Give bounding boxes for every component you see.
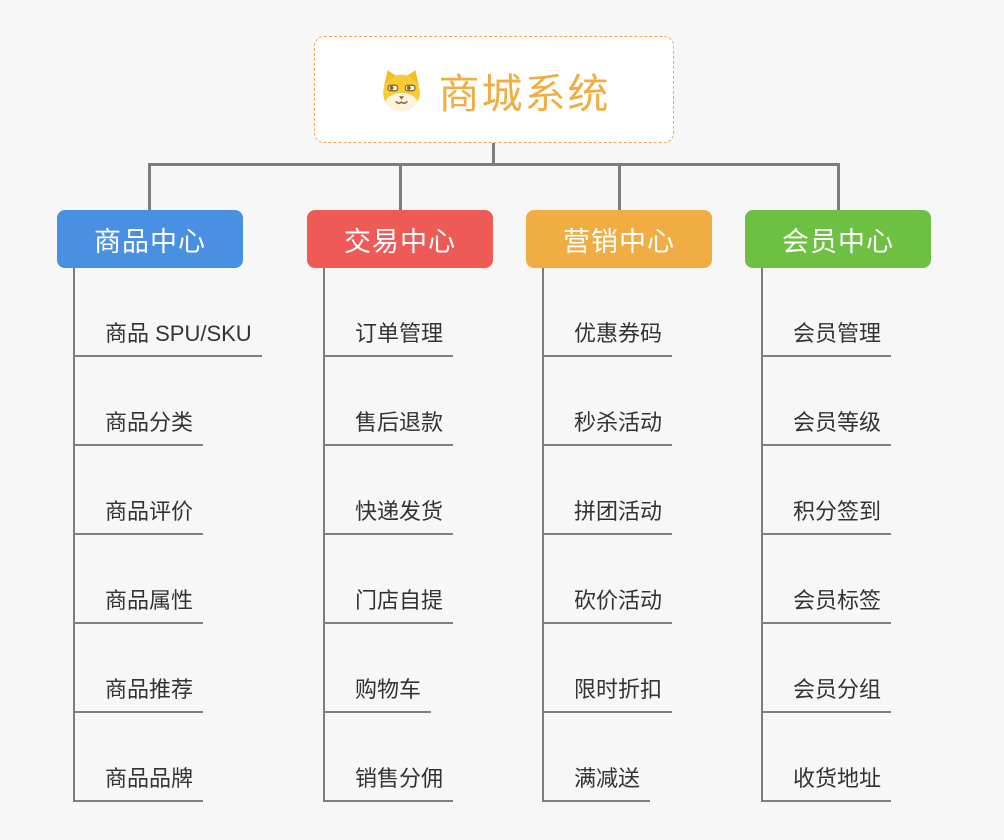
- child-row: 商品分类: [73, 357, 243, 446]
- child-node[interactable]: 销售分佣: [323, 761, 454, 802]
- child-node[interactable]: 拼团活动: [542, 494, 673, 535]
- connector-trunk: [542, 268, 544, 802]
- child-row: 商品属性: [73, 535, 243, 624]
- branch-children: 会员管理 会员等级 积分签到 会员标签 会员分组 收货地址: [761, 268, 931, 802]
- connector-horizontal-bar: [148, 163, 840, 166]
- branch-member-center: 会员中心 会员管理 会员等级 积分签到 会员标签 会员分组 收货地址: [745, 210, 931, 802]
- root-title: 商城系统: [438, 70, 611, 117]
- child-row: 秒杀活动: [542, 357, 712, 446]
- branch-trade-center: 交易中心 订单管理 售后退款 快递发货 门店自提 购物车 销售分佣: [307, 210, 493, 802]
- child-node[interactable]: 收货地址: [761, 761, 892, 802]
- connector-drop-product: [148, 164, 151, 210]
- branch-node-trade-center[interactable]: 交易中心: [307, 210, 493, 268]
- dog-icon: [378, 68, 425, 112]
- child-node[interactable]: 砍价活动: [542, 583, 673, 624]
- child-node[interactable]: 商品品牌: [73, 761, 204, 802]
- child-node[interactable]: 会员管理: [761, 316, 892, 357]
- connector-trunk: [761, 268, 763, 802]
- child-row: 售后退款: [323, 357, 493, 446]
- branch-product-center: 商品中心 商品 SPU/SKU 商品分类 商品评价 商品属性 商品推荐 商品品牌: [57, 210, 262, 802]
- connector-drop-member: [837, 164, 840, 210]
- child-node[interactable]: 会员标签: [761, 583, 892, 624]
- child-row: 门店自提: [323, 535, 493, 624]
- child-row: 会员管理: [761, 268, 931, 357]
- child-row: 满减送: [542, 713, 712, 802]
- child-row: 购物车: [323, 624, 493, 713]
- branch-node-marketing-center[interactable]: 营销中心: [526, 210, 712, 268]
- connector-root-stem: [492, 143, 495, 165]
- child-row: 砍价活动: [542, 535, 712, 624]
- branch-label: 商品中心: [94, 226, 206, 257]
- child-node[interactable]: 会员等级: [761, 405, 892, 446]
- child-node[interactable]: 商品 SPU/SKU: [73, 316, 262, 357]
- child-row: 会员标签: [761, 535, 931, 624]
- branch-marketing-center: 营销中心 优惠券码 秒杀活动 拼团活动 砍价活动 限时折扣 满减送: [526, 210, 712, 802]
- child-row: 订单管理: [323, 268, 493, 357]
- child-node[interactable]: 订单管理: [323, 316, 454, 357]
- connector-drop-marketing: [618, 164, 621, 210]
- child-row: 商品评价: [73, 446, 243, 535]
- child-row: 收货地址: [761, 713, 931, 802]
- child-node[interactable]: 购物车: [323, 672, 432, 713]
- child-row: 商品 SPU/SKU: [73, 268, 262, 357]
- child-node[interactable]: 商品分类: [73, 405, 204, 446]
- child-node[interactable]: 优惠券码: [542, 316, 673, 357]
- branch-label: 营销中心: [563, 226, 675, 257]
- child-row: 快递发货: [323, 446, 493, 535]
- branch-label: 会员中心: [782, 226, 894, 257]
- child-row: 优惠券码: [542, 268, 712, 357]
- child-node[interactable]: 售后退款: [323, 405, 454, 446]
- child-node[interactable]: 商品评价: [73, 494, 204, 535]
- child-node[interactable]: 积分签到: [761, 494, 892, 535]
- branch-children: 优惠券码 秒杀活动 拼团活动 砍价活动 限时折扣 满减送: [542, 268, 712, 802]
- connector-trunk: [73, 268, 75, 802]
- child-node[interactable]: 满减送: [542, 761, 651, 802]
- root-node[interactable]: 商城系统: [314, 36, 674, 143]
- child-row: 商品推荐: [73, 624, 243, 713]
- child-row: 销售分佣: [323, 713, 493, 802]
- child-row: 会员等级: [761, 357, 931, 446]
- child-row: 限时折扣: [542, 624, 712, 713]
- child-row: 拼团活动: [542, 446, 712, 535]
- branch-node-product-center[interactable]: 商品中心: [57, 210, 243, 268]
- branch-children: 商品 SPU/SKU 商品分类 商品评价 商品属性 商品推荐 商品品牌: [73, 268, 262, 802]
- child-node[interactable]: 快递发货: [323, 494, 454, 535]
- child-row: 会员分组: [761, 624, 931, 713]
- branch-label: 交易中心: [344, 226, 456, 257]
- child-node[interactable]: 商品属性: [73, 583, 204, 624]
- child-node[interactable]: 会员分组: [761, 672, 892, 713]
- child-node[interactable]: 秒杀活动: [542, 405, 673, 446]
- child-node[interactable]: 商品推荐: [73, 672, 204, 713]
- child-row: 商品品牌: [73, 713, 243, 802]
- branch-children: 订单管理 售后退款 快递发货 门店自提 购物车 销售分佣: [323, 268, 493, 802]
- child-node[interactable]: 限时折扣: [542, 672, 673, 713]
- child-row: 积分签到: [761, 446, 931, 535]
- branch-node-member-center[interactable]: 会员中心: [745, 210, 931, 268]
- child-node[interactable]: 门店自提: [323, 583, 454, 624]
- connector-trunk: [323, 268, 325, 802]
- connector-drop-trade: [399, 164, 402, 210]
